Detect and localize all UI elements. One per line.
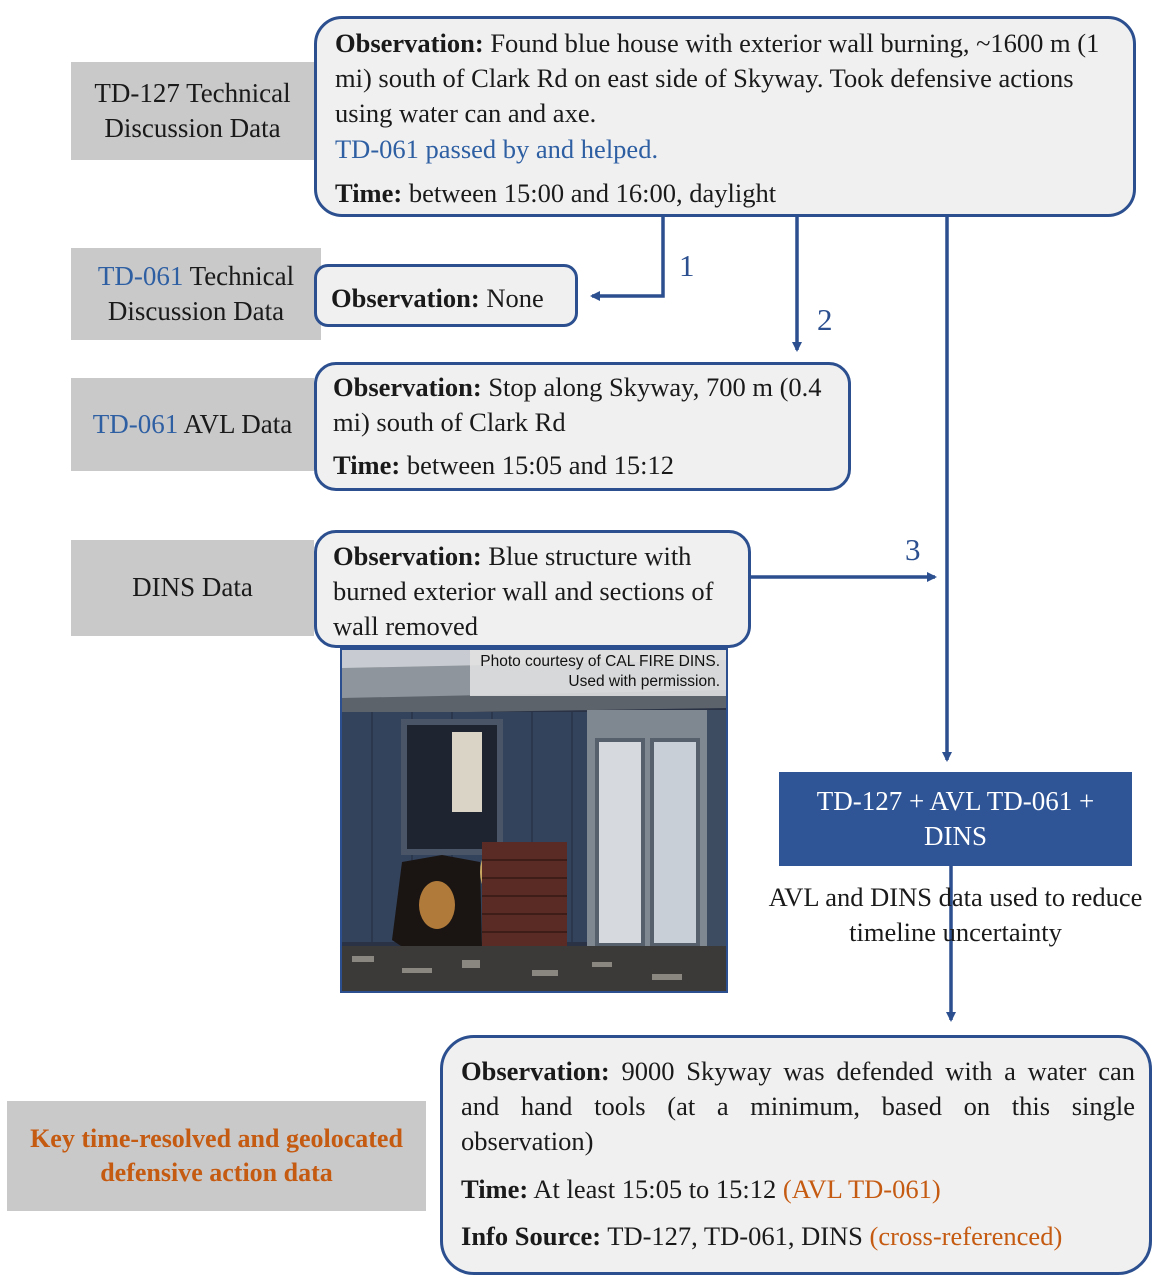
arrow-1 (590, 217, 665, 301)
observation-td061-technical: Observation: None (314, 264, 578, 327)
label-dins-text: DINS Data (132, 572, 253, 603)
step-number-2: 2 (817, 302, 833, 337)
observation-td127-time-value: between 15:00 and 16:00, daylight (402, 177, 777, 208)
observation-dins-body: Blue structure with burned exterior wall… (333, 541, 714, 642)
observation-label: Observation: (335, 28, 484, 58)
burned-house-image (342, 650, 726, 991)
key-data-label-text: Key time-resolved and geolocated defensi… (30, 1123, 403, 1187)
observation-td127: Observation: Found blue house with exter… (314, 16, 1136, 217)
photo-credit-line2: Used with permission. (568, 673, 720, 691)
result-observation-box: Observation: 9000 Skyway was defended wi… (440, 1035, 1152, 1275)
observation-td061-avl: Observation: Stop along Skyway, 700 m (0… (314, 362, 851, 491)
observation-td061-avl-time-value: between 15:05 and 15:12 (400, 450, 675, 481)
observation-td061-avl-body: Stop along Skyway, 700 m (0.4 mi) south … (333, 372, 822, 438)
label-td061-avl-text: TD-061 AVL Data (93, 407, 292, 442)
observation-dins-text: Observation: Blue structure with burned … (333, 539, 738, 645)
info-source-label: Info Source: (461, 1220, 602, 1251)
observation-td061-avl-text: Observation: Stop along Skyway, 700 m (0… (333, 370, 836, 440)
observation-label: Observation: (333, 541, 482, 571)
result-observation-text: 9000 Skyway was defended with a water ca… (461, 1056, 1135, 1157)
result-time: Time: At least 15:05 to 15:12 (AVL TD-06… (461, 1172, 1135, 1207)
combined-sources-box: TD-127 + AVL TD-061 + DINS (779, 772, 1132, 866)
label-td127-technical-text: TD-127 Technical Discussion Data (94, 77, 291, 143)
observation-label: Observation: (461, 1056, 610, 1086)
observation-dins: Observation: Blue structure with burned … (314, 530, 751, 648)
combined-caption: AVL and DINS data used to reduce timelin… (768, 882, 1143, 947)
observation-label: Observation: (333, 372, 482, 402)
photo-credit: Photo courtesy of CAL FIRE DINS. Used wi… (470, 650, 726, 697)
td061-id: TD-061 (97, 260, 184, 291)
label-td061-technical: TD-061 Technical Discussion Data (71, 248, 321, 340)
observation-label: Observation: (331, 283, 480, 313)
label-td127-technical: TD-127 Technical Discussion Data (71, 62, 314, 160)
label-td061-technical-text: TD-061 Technical Discussion Data (71, 259, 321, 329)
observation-td127-body: Found blue house with exterior wall burn… (335, 28, 1100, 129)
label-td061-avl: TD-061 AVL Data (71, 378, 314, 471)
time-label: Time: (333, 450, 401, 481)
photo-credit-line1: Photo courtesy of CAL FIRE DINS. (480, 653, 720, 670)
key-data-label: Key time-resolved and geolocated defensi… (7, 1101, 426, 1211)
observation-td061-technical-body: None (479, 283, 544, 313)
observation-td061-technical-text: Observation: None (331, 281, 575, 316)
combined-sources-label: TD-127 + AVL TD-061 + DINS (816, 785, 1095, 851)
td061-avl-rest: AVL Data (178, 408, 293, 439)
result-observation: Observation: 9000 Skyway was defended wi… (461, 1054, 1135, 1160)
step-number-1: 1 (679, 248, 695, 283)
result-time-source: (AVL TD-061) (782, 1173, 941, 1204)
result-info-source-note: (cross-referenced) (869, 1220, 1063, 1251)
label-dins: DINS Data (71, 540, 314, 636)
observation-td061-avl-time: Time: between 15:05 and 15:12 (333, 448, 836, 483)
td061-technical-rest: Technical Discussion Data (107, 260, 295, 326)
time-label: Time: (335, 177, 403, 208)
observation-td127-time: Time: between 15:00 and 16:00, daylight (335, 176, 1117, 211)
result-time-value: At least 15:05 to 15:12 (528, 1173, 783, 1204)
dins-photo: Photo courtesy of CAL FIRE DINS. Used wi… (340, 648, 728, 993)
step-number-3: 3 (905, 532, 921, 567)
result-info-source: Info Source: TD-127, TD-061, DINS (cross… (461, 1219, 1135, 1254)
time-label: Time: (461, 1173, 529, 1204)
td061-avl-id: TD-061 (92, 408, 179, 439)
result-info-source-value: TD-127, TD-061, DINS (601, 1220, 870, 1251)
observation-td127-text: Observation: Found blue house with exter… (335, 26, 1117, 167)
observation-td127-note: TD-061 passed by and helped. (335, 133, 659, 164)
